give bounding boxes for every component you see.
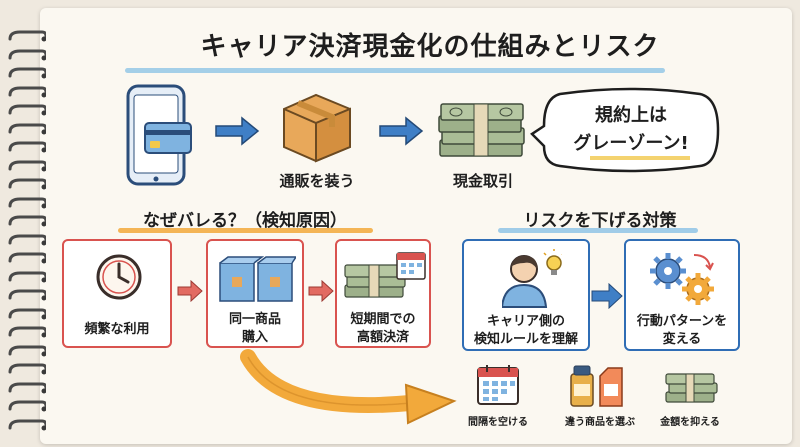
product-boxes-icon [219,256,296,302]
measure-text-line1: キャリア側の [486,314,565,329]
page-title: キャリア決済現金化の仕組みとリスク [200,32,660,62]
small-cash-icon [665,373,718,403]
spiral-ring [8,419,46,430]
cause-text-line1: 同一商品 [228,312,281,327]
spiral-ring [8,234,46,245]
measure-text-line1: 行動パターンを [636,314,728,329]
spiral-ring [8,326,46,338]
measure-text-line2: 変える [662,332,702,347]
curved-orange-arrow [240,349,457,425]
smartphone-icon [126,84,192,186]
cause-text-line1: 短期間での [350,312,416,327]
spiral-ring [8,160,46,171]
spiral-ring [8,86,46,97]
spiral-ring [8,123,46,134]
tip-keep-amount-low: 金額を抑える [660,417,720,428]
spiral-ring [8,382,46,393]
measure-box-understand-rules: キャリア側の 検知ルールを理解 [462,239,590,351]
thinking-person-icon [502,249,562,308]
cardboard-box-icon [283,93,351,163]
blue-arrow-icon [591,283,623,309]
calendar-icon [477,365,519,405]
flow-arrow-icon [379,116,424,146]
red-arrow-icon [177,280,203,302]
risk-heading-underline [498,228,698,233]
measure-box-change-behavior: 行動パターンを 変える [624,239,740,351]
spiral-ring [8,141,46,153]
tip-choose-different-products: 違う商品を選ぶ [565,417,635,428]
spiral-ring [8,104,46,116]
cash-stack-icon [438,103,525,157]
why-heading-underline [118,228,373,233]
spiral-ring [8,271,46,282]
step-label-mail-order: 通販を装う [279,172,355,190]
tip-space-intervals: 間隔を空ける [468,417,528,428]
spiral-ring [8,197,46,208]
spiral-ring [8,67,46,79]
spiral-ring [8,178,46,190]
cause-text-line2: 購入 [241,330,268,345]
cause-box-same-product: 同一商品 購入 [206,239,304,348]
cause-box-short-term-payment: 短期間での 高額決済 [335,239,431,348]
why-heading: なぜバレる？（検知原因） [143,211,347,231]
spiral-ring [8,252,46,264]
title-underline [125,68,665,73]
spiral-ring [8,308,46,319]
spiral-ring [8,289,46,301]
cause-text: 頻繁な利用 [84,322,150,337]
measure-text-line2: 検知ルールを理解 [473,332,578,347]
bubble-text-line1: 規約上は [595,105,667,126]
gears-icon [650,253,714,305]
flow-arrow-icon [215,116,260,146]
spiral-ring [8,363,46,375]
spiral-ring [8,345,46,356]
cash-calendar-icon [344,252,426,298]
step-label-cash-trade: 現金取引 [452,172,513,190]
clock-icon [96,254,142,300]
spiral-ring [8,215,46,227]
cause-box-frequent-use: 頻繁な利用 [62,239,172,348]
spiral-ring [8,49,46,60]
bubble-text-line2: グレーゾーン! [573,133,689,154]
spiral-ring [8,400,46,412]
different-products-icon [570,365,623,407]
cause-text-line2: 高額決済 [356,330,409,345]
risk-heading: リスクを下げる対策 [523,211,677,231]
red-arrow-icon [308,280,334,302]
speech-bubble [530,87,720,173]
spiral-ring [8,30,46,42]
notebook-page [40,8,792,444]
